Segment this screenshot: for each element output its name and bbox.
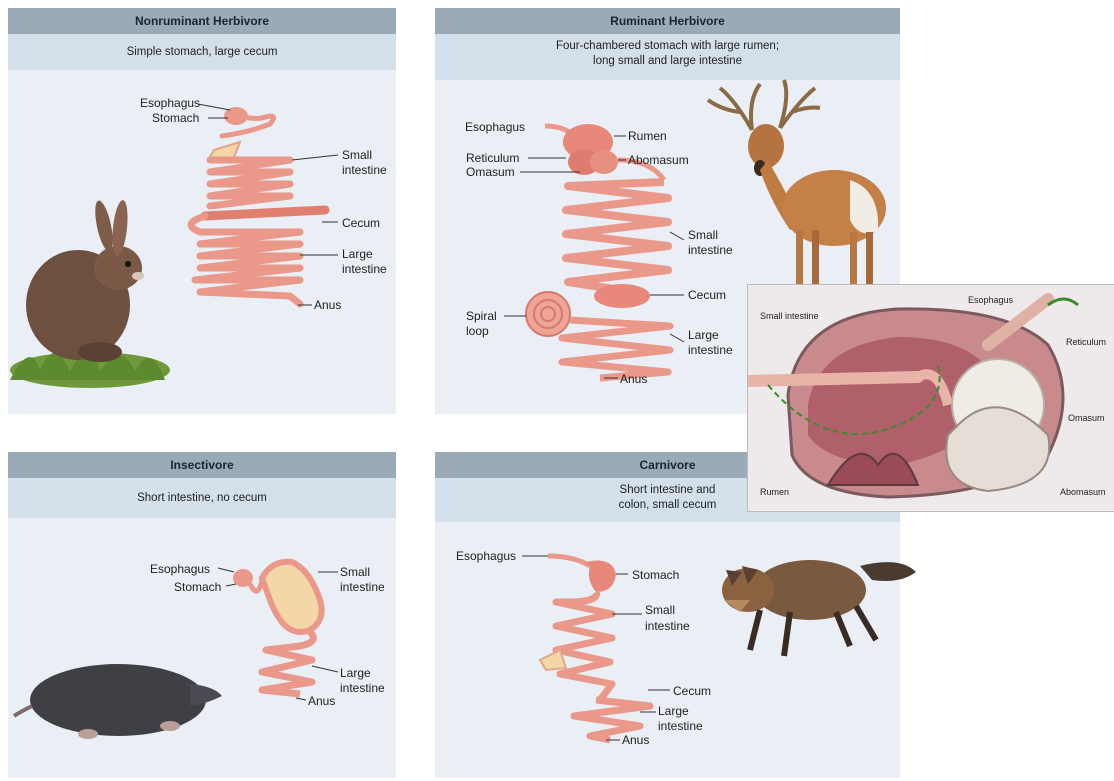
inset-label-esophagus: Esophagus — [968, 293, 1013, 307]
label-small-intestine-1: Small — [688, 228, 718, 242]
label-small-intestine-2: intestine — [645, 619, 690, 633]
label-stomach: Stomach — [632, 568, 679, 582]
label-esophagus: Esophagus — [456, 549, 516, 563]
label-small-intestine-2: intestine — [340, 580, 385, 594]
inset-label-rumen: Rumen — [760, 485, 789, 499]
label-anus: Anus — [314, 298, 341, 312]
label-large-intestine-2: intestine — [340, 681, 385, 695]
label-large-intestine-1: Large — [658, 704, 689, 718]
label-omasum: Omasum — [466, 165, 515, 179]
label-stomach: Stomach — [174, 580, 221, 594]
panel-subtitle: Short intestine, no cecum — [8, 478, 396, 518]
label-esophagus: Esophagus — [150, 562, 210, 576]
label-cecum: Cecum — [673, 684, 711, 698]
label-anus: Anus — [622, 733, 649, 747]
label-abomasum: Abomasum — [628, 153, 689, 167]
label-esophagus: Esophagus — [465, 120, 525, 134]
panel-title: Nonruminant Herbivore — [8, 8, 396, 34]
inset-label-small-intestine: Small intestine — [760, 309, 819, 323]
label-spiral-loop-2: loop — [466, 324, 489, 338]
subtitle-line-2: long small and large intestine — [435, 54, 900, 69]
panel-nonruminant-herbivore: Nonruminant Herbivore Simple stomach, la… — [8, 8, 396, 414]
subtitle-line-1: Four-chambered stomach with large rumen; — [435, 39, 900, 54]
label-large-intestine-2: intestine — [342, 262, 387, 276]
label-cecum: Cecum — [688, 288, 726, 302]
label-large-intestine-1: Large — [340, 666, 371, 680]
label-large-intestine-2: intestine — [658, 719, 703, 733]
label-esophagus: Esophagus — [140, 96, 200, 110]
label-small-intestine-1: Small — [340, 565, 370, 579]
label-rumen: Rumen — [628, 129, 667, 143]
label-small-intestine-1: Small — [342, 148, 372, 162]
label-large-intestine-1: Large — [342, 247, 373, 261]
label-reticulum: Reticulum — [466, 151, 519, 165]
label-small-intestine-2: intestine — [688, 243, 733, 257]
label-cecum: Cecum — [342, 216, 380, 230]
label-small-intestine-2: intestine — [342, 163, 387, 177]
panel-subtitle: Four-chambered stomach with large rumen;… — [435, 34, 900, 80]
panel-subtitle: Simple stomach, large cecum — [8, 34, 396, 70]
inset-label-abomasum: Abomasum — [1060, 485, 1106, 499]
panel-insectivore: Insectivore Short intestine, no cecum — [8, 452, 396, 778]
inset-label-omasum: Omasum — [1068, 411, 1105, 425]
label-anus: Anus — [308, 694, 335, 708]
label-anus: Anus — [620, 372, 647, 386]
inset-label-reticulum: Reticulum — [1066, 335, 1106, 349]
ruminant-stomach-inset: Small intestine Esophagus Reticulum Omas… — [747, 284, 1114, 512]
label-large-intestine-2: intestine — [688, 343, 733, 357]
label-spiral-loop-1: Spiral — [466, 309, 497, 323]
panel-title: Ruminant Herbivore — [435, 8, 900, 34]
panel-title: Insectivore — [8, 452, 396, 478]
label-small-intestine-1: Small — [645, 603, 675, 617]
label-stomach: Stomach — [152, 111, 199, 125]
label-large-intestine-1: Large — [688, 328, 719, 342]
